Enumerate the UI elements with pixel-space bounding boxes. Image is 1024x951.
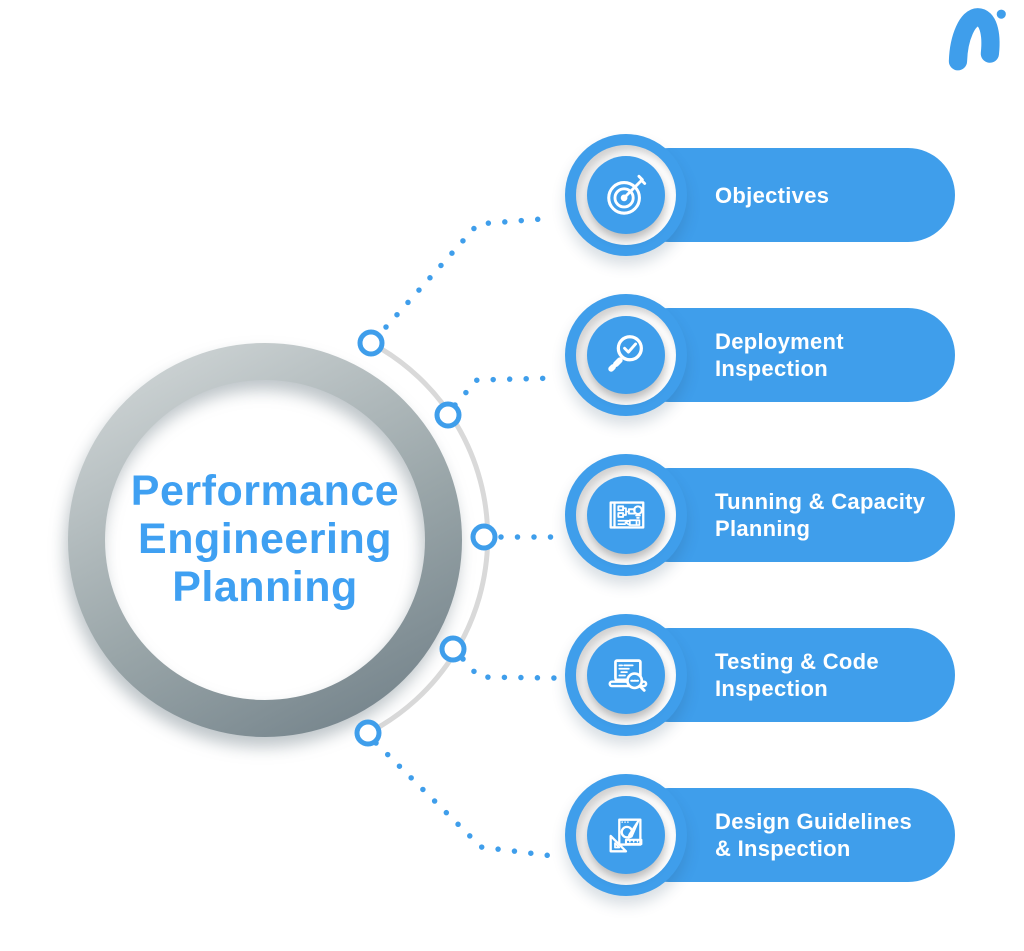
item-label-line-2: Inspection: [715, 676, 829, 701]
item-badge: [565, 134, 687, 256]
item-deployment-inspection: Deployment Inspection: [565, 294, 957, 416]
badge-disc: [587, 316, 665, 394]
item-tunning-capacity-planning: Tunning & Capacity Planning: [565, 454, 957, 576]
item-label-line-2: Inspection: [715, 356, 829, 381]
title-line-2: Engineering: [138, 515, 392, 563]
item-testing-code-inspection: Testing & Code Inspection: [565, 614, 957, 736]
arc-node-5: [354, 719, 382, 747]
badge-disc: [587, 796, 665, 874]
item-label-line-1: Tunning & Capacity: [715, 489, 926, 514]
badge-disc: [587, 476, 665, 554]
item-label-line-2: Planning: [715, 516, 811, 541]
target-arrow-icon: [607, 174, 647, 215]
badge-disc: [587, 636, 665, 714]
item-label-line-2: & Inspection: [715, 836, 851, 861]
arc-node-1: [357, 329, 385, 357]
appinventiv-logo: [948, 8, 1006, 71]
laptop-code-magnifier-icon: [608, 659, 648, 692]
item-label: Testing & Code Inspection: [715, 614, 953, 736]
item-design-guidelines-inspection: Design Guidelines & Inspection: [565, 774, 957, 896]
main-ring: [68, 343, 462, 737]
item-badge: [565, 454, 687, 576]
badge-disc: [587, 156, 665, 234]
title-line-3: Planning: [172, 563, 358, 611]
center-title: Performance Engineering Planning: [95, 467, 435, 611]
dotted-connector-4: [460, 656, 557, 681]
magnifier-check-icon: [608, 335, 643, 372]
item-badge: [565, 774, 687, 896]
item-label-line-1: Deployment: [715, 329, 844, 354]
dotted-connector-2: [452, 375, 559, 408]
arc-node-2: [434, 401, 462, 429]
item-label: Objectives: [715, 134, 953, 256]
arc-node-3: [470, 523, 498, 551]
blueprint-plan-icon: [609, 501, 645, 529]
title-line-1: Performance: [130, 467, 400, 515]
design-tools-icon: [609, 818, 643, 853]
item-label: Tunning & Capacity Planning: [715, 454, 953, 576]
item-label-line-1: Objectives: [715, 182, 830, 208]
item-label: Deployment Inspection: [715, 294, 953, 416]
item-label-line-1: Design Guidelines: [715, 809, 913, 834]
arc-node-4: [439, 635, 467, 663]
item-badge: [565, 614, 687, 736]
item-objectives: Objectives: [565, 134, 957, 256]
item-label-line-1: Testing & Code: [715, 649, 879, 674]
dotted-connector-5: [373, 740, 556, 859]
item-label: Design Guidelines & Inspection: [715, 774, 953, 896]
item-badge: [565, 294, 687, 416]
dotted-connector-1: [383, 215, 557, 330]
